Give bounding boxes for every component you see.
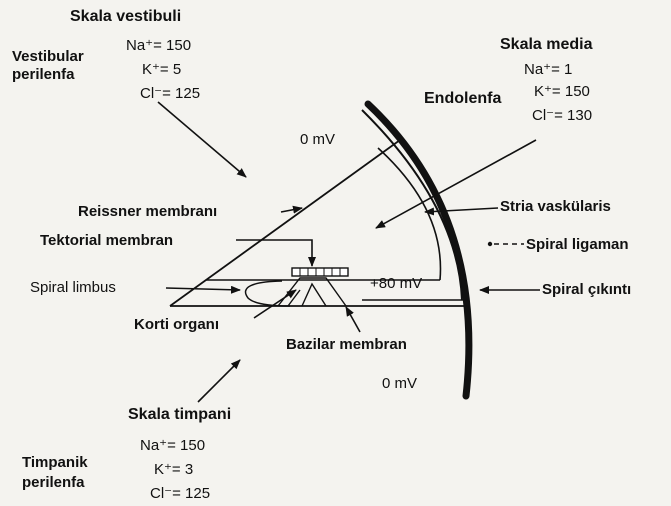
timpani-k: K⁺= 3	[154, 461, 194, 478]
media-na: Na⁺= 1	[524, 61, 573, 78]
arrow-vestibuli	[157, 101, 247, 178]
korti-organ-label: Korti organı	[134, 316, 219, 333]
vestibular-perilymph-label-2: perilenfa	[12, 66, 75, 83]
skala-timpani-title: Skala timpani	[128, 406, 232, 423]
skala-media-title: Skala media	[500, 36, 593, 53]
media-k: K⁺= 150	[534, 83, 590, 100]
arrow-endolymph	[375, 139, 537, 229]
timpani-na: Na⁺= 150	[140, 437, 206, 454]
spiral-ligaman-dot	[487, 241, 493, 247]
stria-vascularis-label: Stria vaskülaris	[500, 198, 611, 215]
tectorial-hatches	[299, 268, 341, 276]
endolymph-label: Endolenfa	[424, 90, 502, 107]
potential-media: +80 mV	[370, 275, 423, 292]
reissner-membrane	[169, 139, 401, 307]
arrow-reissner	[280, 205, 303, 214]
bazilar-membrane-label: Bazilar membran	[286, 336, 407, 353]
potential-timpani: 0 mV	[382, 375, 418, 392]
potential-vestibuli: 0 mV	[300, 131, 336, 148]
tectorial-membrane	[291, 267, 349, 277]
stria-vascularis-layer	[377, 147, 442, 281]
skala-vestibuli-title: Skala vestibuli	[70, 8, 182, 25]
arrow-stria	[424, 207, 499, 216]
vestibuli-na: Na⁺= 150	[126, 37, 192, 54]
arrow-tektorial	[236, 239, 316, 267]
spiral-ligament-contour	[361, 109, 463, 301]
spiral-prominence-label: Spiral çıkıntı	[542, 281, 632, 298]
spiral-limbus-shape	[244, 280, 291, 307]
arrow-spiral-limbus	[165, 285, 241, 294]
tympanic-perilymph-label-1: Timpanik	[22, 454, 88, 471]
spiral-ligament-label: Spiral ligaman	[526, 236, 629, 253]
arrow-korti	[253, 289, 297, 319]
organ-of-corti	[277, 277, 347, 307]
vestibuli-cl: Cl⁻= 125	[140, 85, 201, 102]
tympanic-perilymph-label-2: perilenfa	[22, 474, 85, 491]
reissner-membrane-label: Reissner membranı	[78, 203, 218, 220]
media-cl: Cl⁻= 130	[532, 107, 593, 124]
arrow-bazilar	[345, 306, 361, 333]
vestibular-perilymph-label-1: Vestibular	[12, 48, 84, 65]
timpani-cl: Cl⁻= 125	[150, 485, 211, 502]
cochlear-outer-wall	[364, 100, 473, 400]
spiral-limbus-label: Spiral limbus	[30, 279, 116, 296]
vestibuli-k: K⁺= 5	[142, 61, 182, 78]
tectorial-membrane-label: Tektorial membran	[40, 232, 174, 249]
arrow-timpani	[197, 359, 241, 403]
